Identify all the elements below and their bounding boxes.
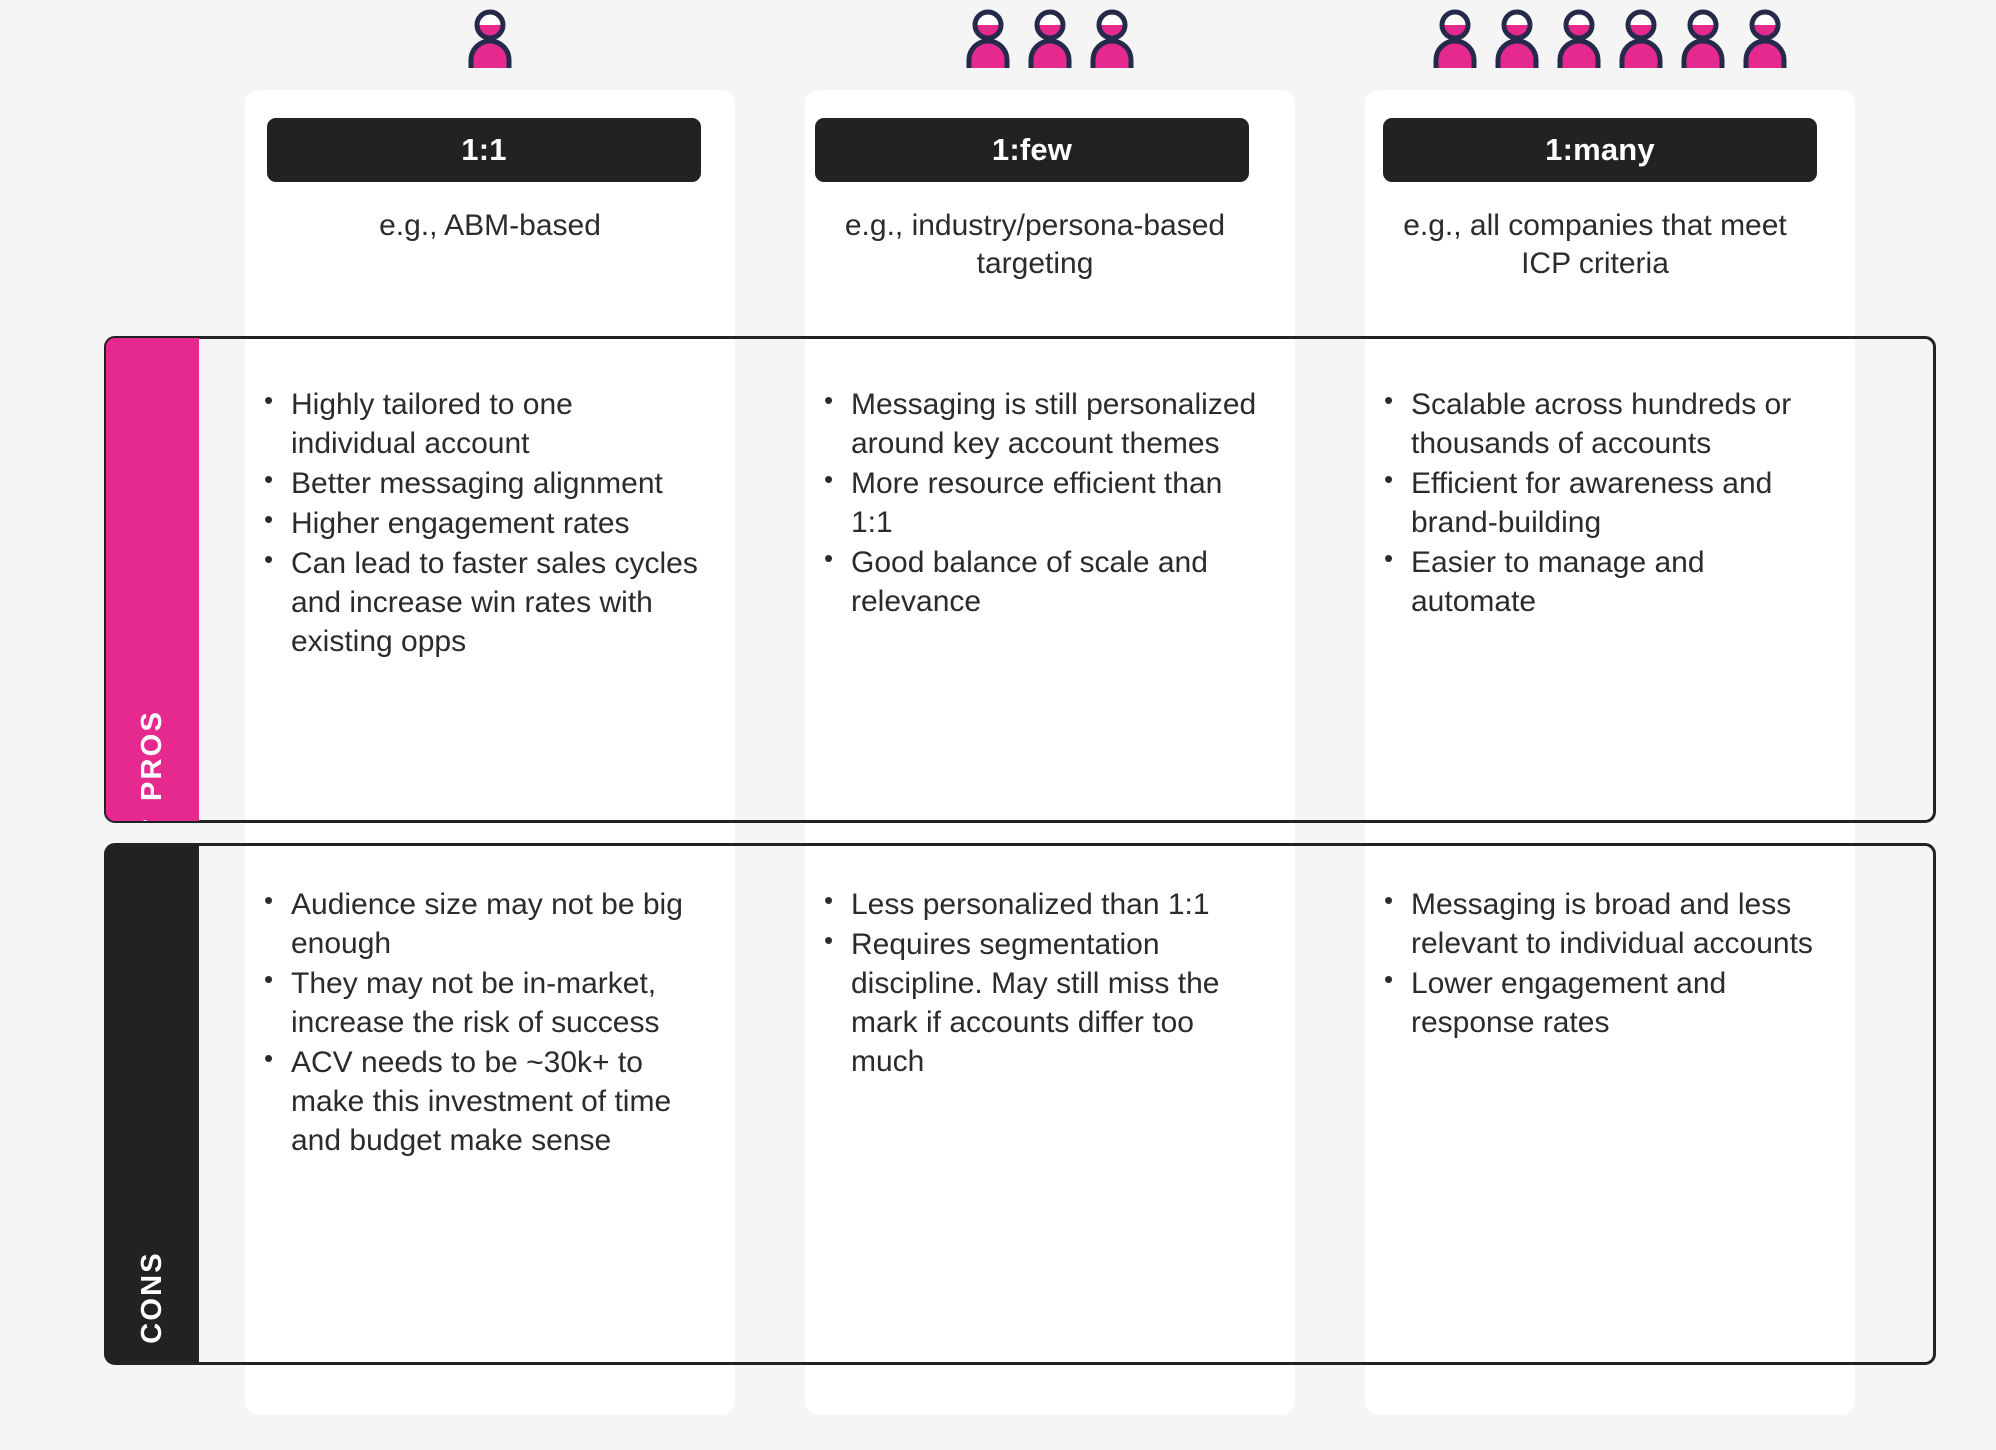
pros-list-one-to-many: Scalable across hundreds or thousands of…	[1378, 384, 1818, 622]
list-item: Audience size may not be big enough	[258, 884, 698, 963]
list-item: ACV needs to be ~30k+ to make this inves…	[258, 1042, 698, 1160]
list-item: Better messaging alignment	[258, 463, 698, 503]
cons-list-one-to-one: Audience size may not be big enoughThey …	[258, 884, 698, 1161]
column-subtitle-one-to-many: e.g., all companies that meet ICP criter…	[1403, 209, 1787, 281]
column-card-one-to-one	[245, 90, 735, 1415]
cons-row-tab: CONS	[106, 845, 199, 1363]
x-icon	[138, 1360, 168, 1363]
cons-row: CONS	[104, 843, 1936, 1365]
list-item: Efficient for awareness and brand-buildi…	[1378, 463, 1818, 542]
pros-row-label: PROS	[136, 710, 168, 801]
list-item: Easier to manage and automate	[1378, 542, 1818, 621]
list-item: Messaging is still personalized around k…	[818, 384, 1258, 463]
list-item: Good balance of scale and relevance	[818, 542, 1258, 621]
person-icon	[1028, 9, 1072, 68]
column-title-label: 1:1	[461, 132, 507, 167]
column-title-label: 1:many	[1545, 132, 1655, 167]
pros-row: PROS	[104, 336, 1936, 823]
column-subtitle-one-to-few: e.g., industry/persona-based targeting	[844, 209, 1226, 281]
list-item: Lower engagement and response rates	[1378, 963, 1818, 1042]
person-icon	[1557, 9, 1601, 68]
pros-list-one-to-few: Messaging is still personalized around k…	[818, 384, 1258, 622]
person-icon	[1495, 9, 1539, 68]
column-card-one-to-many	[1365, 90, 1855, 1415]
person-icon	[468, 9, 512, 68]
cons-list-one-to-many: Messaging is broad and less relevant to …	[1378, 884, 1818, 1043]
icon-group-one-to-many	[1365, 6, 1855, 70]
list-item: Scalable across hundreds or thousands of…	[1378, 384, 1818, 463]
person-icon	[1743, 9, 1787, 68]
person-icon	[1433, 9, 1477, 68]
cons-row-label: CONS	[136, 1251, 168, 1344]
column-card-one-to-few	[805, 90, 1295, 1415]
column-title-label: 1:few	[991, 132, 1073, 167]
list-item: Higher engagement rates	[258, 503, 698, 543]
person-icon	[1681, 9, 1725, 68]
list-item: They may not be in-market, increase the …	[258, 963, 698, 1042]
person-icon	[1090, 9, 1134, 68]
icon-group-one-to-one	[245, 6, 735, 70]
list-item: Requires segmentation discipline. May st…	[818, 924, 1258, 1081]
check-icon	[138, 817, 168, 821]
list-item: More resource efficient than 1:1	[818, 463, 1258, 542]
column-subtitle-one-to-one: e.g., ABM-based	[379, 209, 601, 242]
cons-list-one-to-few: Less personalized than 1:1Requires segme…	[818, 884, 1258, 1082]
person-icon	[1619, 9, 1663, 68]
icon-group-one-to-few	[805, 6, 1295, 70]
list-item: Can lead to faster sales cycles and incr…	[258, 543, 698, 661]
pros-list-one-to-one: Highly tailored to one individual accoun…	[258, 384, 698, 662]
column-header-one-to-few[interactable]: 1:few	[815, 118, 1249, 182]
list-item: Messaging is broad and less relevant to …	[1378, 884, 1818, 963]
list-item: Less personalized than 1:1	[818, 884, 1258, 924]
column-header-one-to-many[interactable]: 1:many	[1383, 118, 1817, 182]
person-icon	[966, 9, 1010, 68]
pros-row-tab: PROS	[106, 338, 199, 821]
list-item: Highly tailored to one individual accoun…	[258, 384, 698, 463]
column-header-one-to-one[interactable]: 1:1	[267, 118, 701, 182]
